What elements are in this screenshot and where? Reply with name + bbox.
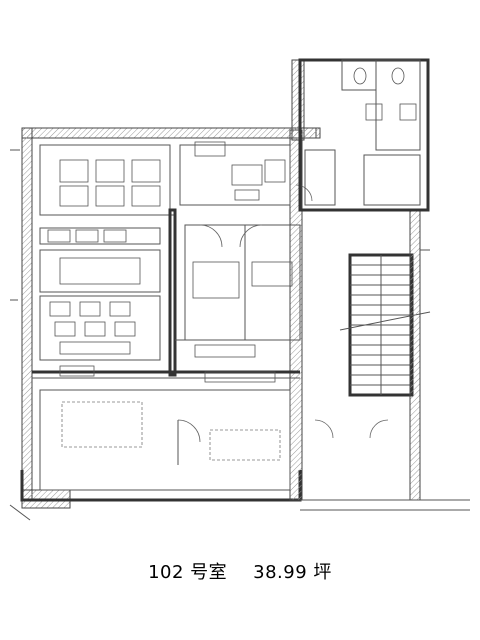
- room-left-middle: [39, 227, 161, 361]
- corridor: [32, 365, 300, 383]
- annex-right: [298, 58, 430, 212]
- room-upper-left: [39, 144, 175, 216]
- floor-plan-drawing: [9, 58, 470, 521]
- right-column: [300, 208, 470, 511]
- room-upper-center: [179, 141, 313, 206]
- exterior-ticks: [9, 149, 430, 521]
- unit-number: 102 号室: [148, 562, 228, 583]
- room-lower-large: [39, 389, 291, 491]
- floor-plan: [9, 58, 470, 521]
- unit-caption: 102 号室 38.99 坪: [0, 558, 480, 584]
- unit-area: 38.99 坪: [253, 562, 332, 583]
- room-center: [168, 208, 301, 377]
